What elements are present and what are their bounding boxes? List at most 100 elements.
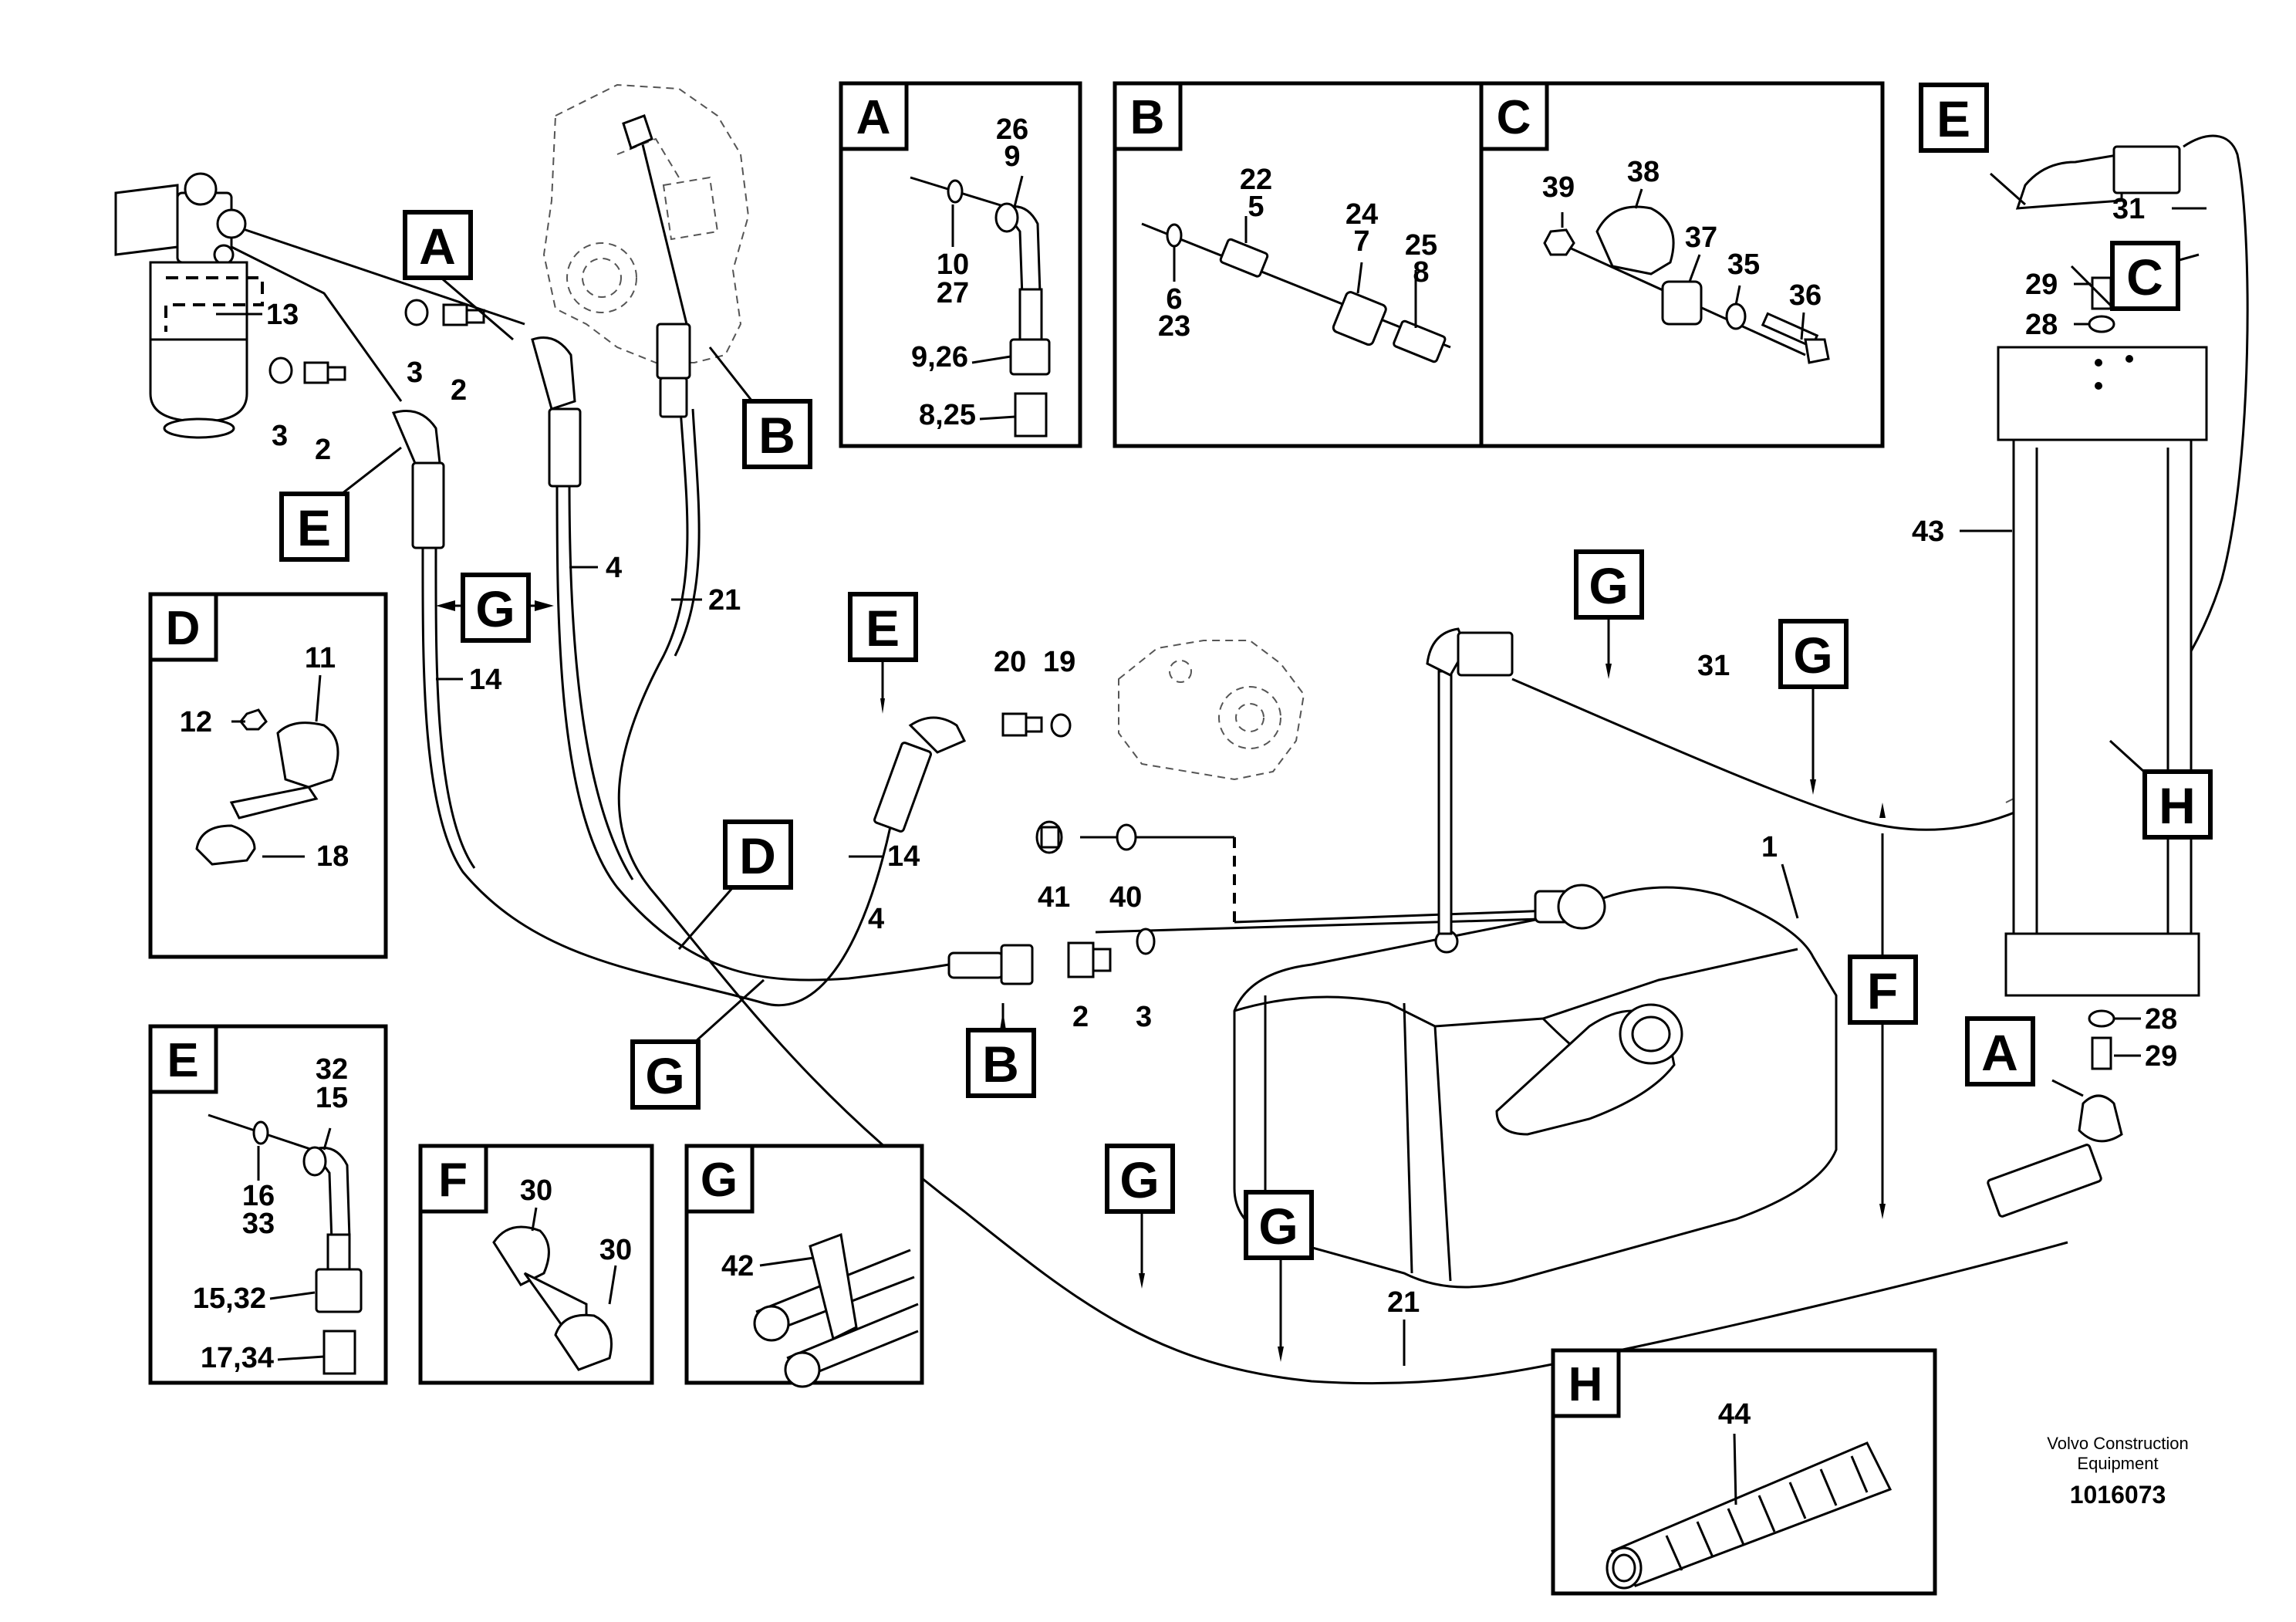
part-label: 8 — [1413, 256, 1429, 289]
detail-panel-A: A 26 9 10 27 9,26 8,25 — [839, 81, 1082, 448]
svg-text:F: F — [1867, 962, 1898, 1019]
svg-text:Volvo Construction: Volvo Construction — [2047, 1434, 2188, 1453]
svg-text:F: F — [438, 1154, 468, 1207]
part-label: 30 — [599, 1234, 632, 1266]
illustration-number: 1016073 — [2070, 1481, 2166, 1509]
fuel-filter — [114, 172, 264, 439]
callout-G-bottom-left[interactable]: G — [1105, 1144, 1175, 1214]
part-label: 14 — [469, 664, 501, 696]
svg-text:G: G — [645, 1047, 684, 1104]
part-label: 4 — [868, 903, 884, 935]
fuel-pump-outline — [1118, 640, 1305, 781]
part-label: 42 — [721, 1250, 754, 1282]
part-label: 6 — [1166, 283, 1182, 316]
part-label: 17,34 — [201, 1342, 274, 1374]
detail-panel-F: F 30 30 — [418, 1144, 654, 1385]
part-label: 15,32 — [193, 1282, 266, 1315]
svg-text:G: G — [1119, 1151, 1159, 1208]
callout-G-top-tank[interactable]: G — [1574, 549, 1644, 620]
part-label: 2 — [315, 434, 331, 466]
part-label: 38 — [1627, 156, 1660, 188]
part-label: 29 — [2025, 269, 2058, 301]
part-label: 5 — [1248, 191, 1264, 223]
part-label: 4 — [606, 552, 622, 584]
part-label: 40 — [1109, 881, 1142, 914]
part-label: 28 — [2025, 309, 2058, 341]
part-label: 2 — [451, 374, 467, 407]
callout-E-left[interactable]: E — [279, 492, 349, 562]
part-label: 8,25 — [919, 399, 976, 431]
publisher-credit: Volvo Construction Equipment 1016073 — [2047, 1434, 2188, 1509]
part-label: 24 — [1346, 198, 1378, 231]
engine-block-outline — [542, 83, 750, 418]
svg-text:Equipment: Equipment — [2077, 1454, 2158, 1473]
callout-G-bottom-center[interactable]: G — [1244, 1190, 1314, 1260]
part-label: 1 — [1761, 831, 1778, 863]
callout-B-bottom[interactable]: B — [966, 1028, 1036, 1098]
part-label: 21 — [708, 584, 741, 617]
svg-text:H: H — [1568, 1358, 1603, 1411]
svg-text:G: G — [1793, 627, 1832, 684]
part-label: 11 — [305, 642, 336, 674]
callout-H[interactable]: H — [2142, 769, 2213, 840]
callout-E-center[interactable]: E — [848, 592, 918, 662]
callout-E-right[interactable]: E — [1919, 83, 1989, 153]
part-label: 37 — [1685, 221, 1717, 254]
callout-D[interactable]: D — [723, 819, 793, 890]
part-label: 27 — [937, 277, 969, 309]
callout-G-left[interactable]: G — [461, 573, 531, 643]
part-label: 3 — [272, 420, 288, 452]
part-label: 19 — [1043, 646, 1075, 678]
svg-text:D: D — [166, 602, 201, 655]
part-label: 31 — [2112, 193, 2145, 225]
detail-panel-E: E 32 15 16 33 15,32 17,34 — [148, 1024, 388, 1385]
part-label: 14 — [887, 840, 920, 873]
callout-A-right[interactable]: A — [1965, 1016, 2035, 1086]
svg-text:C: C — [2126, 248, 2163, 306]
part-label: 36 — [1789, 279, 1822, 312]
part-label: 3 — [1136, 1001, 1152, 1033]
part-label: 30 — [520, 1174, 552, 1207]
part-label: 15 — [316, 1082, 348, 1114]
callout-A-top[interactable]: A — [403, 210, 473, 280]
part-label: 7 — [1353, 225, 1369, 258]
svg-text:E: E — [167, 1034, 198, 1087]
part-label: 2 — [1072, 1001, 1089, 1033]
detail-panel-H: H 44 — [1551, 1348, 1937, 1596]
svg-text:B: B — [1130, 91, 1165, 144]
svg-text:D: D — [739, 827, 776, 884]
svg-text:E: E — [1936, 90, 1970, 147]
detail-panel-B: B 22 5 24 7 25 8 6 23 — [1113, 81, 1484, 448]
part-label: 16 — [242, 1180, 275, 1212]
part-label: 39 — [1542, 171, 1575, 204]
detail-panel-C: C 39 38 37 35 36 — [1479, 81, 1885, 448]
part-number-labels: 13 3 2 3 2 4 21 14 20 19 14 4 41 40 2 3 … — [216, 193, 2207, 1366]
callout-G-right[interactable]: G — [1778, 619, 1849, 689]
callout-B-top[interactable]: B — [742, 399, 812, 469]
callout-G-lower-left[interactable]: G — [630, 1039, 701, 1110]
svg-text:E: E — [866, 600, 900, 657]
part-label: 13 — [266, 299, 299, 331]
part-label: 43 — [1912, 515, 1944, 548]
svg-text:G: G — [701, 1154, 738, 1207]
part-label: 9,26 — [911, 341, 968, 373]
part-label: 29 — [2145, 1040, 2177, 1073]
part-label: 22 — [1240, 164, 1272, 196]
part-label: 25 — [1405, 229, 1437, 262]
svg-text:C: C — [1497, 91, 1531, 144]
svg-text:A: A — [419, 218, 456, 275]
part-label: 35 — [1727, 248, 1760, 281]
callout-C-right[interactable]: C — [2110, 241, 2180, 311]
part-label: 20 — [994, 646, 1026, 678]
callout-F[interactable]: F — [1848, 955, 1918, 1025]
part-label: 10 — [937, 248, 969, 281]
part-label: 44 — [1718, 1398, 1751, 1431]
fuel-tank — [1233, 627, 1838, 1289]
pump-inlet-fittings — [873, 712, 1072, 833]
part-label: 18 — [316, 840, 349, 873]
svg-text:G: G — [1589, 557, 1628, 614]
part-label: 41 — [1038, 881, 1070, 914]
part-label: 33 — [242, 1208, 275, 1240]
detail-panel-D: D 11 12 18 — [148, 592, 388, 959]
